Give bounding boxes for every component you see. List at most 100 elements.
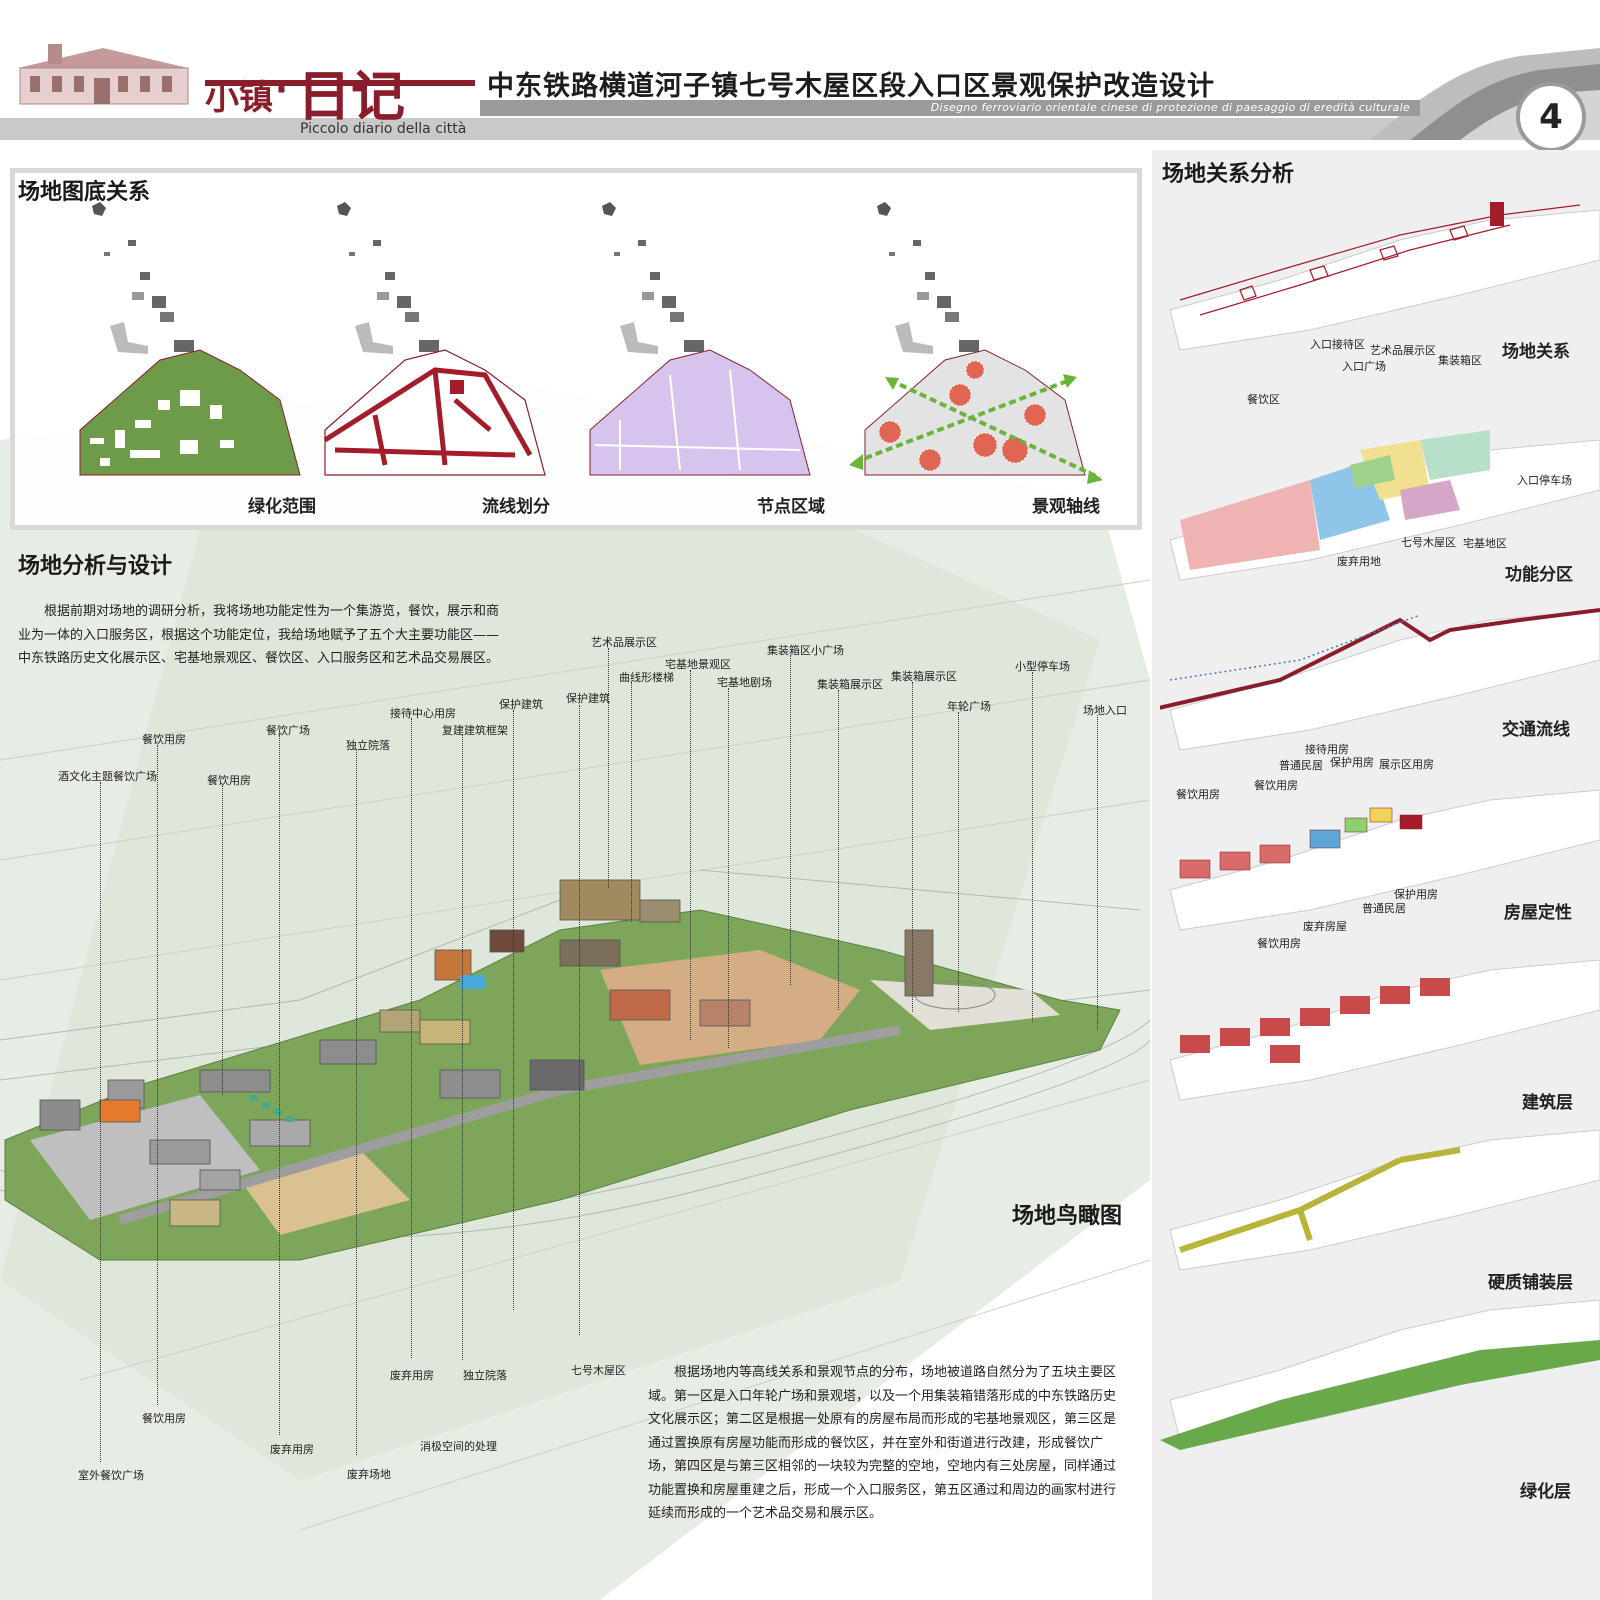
aerial-label: 集装箱展示区 bbox=[817, 678, 883, 691]
layer-label-greening: 绿化层 bbox=[1520, 1482, 1571, 1502]
house-label: 保护用房 bbox=[1394, 888, 1438, 901]
leader-line bbox=[157, 745, 158, 1405]
aerial-label: 七号木屋区 bbox=[571, 1364, 626, 1377]
brand-main: 日记 bbox=[297, 65, 405, 128]
leader-line bbox=[690, 670, 691, 1040]
aerial-label: 场地入口 bbox=[1083, 704, 1127, 717]
map-label-nodes: 节点区域 bbox=[757, 497, 825, 517]
house-label: 废弃房屋 bbox=[1303, 920, 1347, 933]
aerial-label: 餐饮用房 bbox=[207, 774, 251, 787]
aerial-label: 独立院落 bbox=[346, 739, 390, 752]
house-label: 餐饮用房 bbox=[1254, 779, 1298, 792]
house-label: 普通民居 bbox=[1279, 759, 1323, 772]
function-label: 废弃用地 bbox=[1337, 555, 1381, 568]
leader-line bbox=[513, 710, 514, 1310]
leader-line bbox=[100, 782, 101, 1462]
aerial-label: 保护建筑 bbox=[566, 692, 610, 705]
relations-diagrams bbox=[1160, 202, 1600, 1450]
leader-line bbox=[1032, 672, 1033, 1022]
leader-line bbox=[631, 682, 632, 922]
analysis-heading: 场地分析与设计 bbox=[18, 554, 173, 579]
page-title: 中东铁路横道河子镇七号木屋区段入口区景观保护改造设计 bbox=[487, 71, 1215, 102]
analysis-intro: 根据前期对场地的调研分析，我将场地功能定性为一个集游览，餐饮，展示和商业为一体的… bbox=[18, 604, 500, 666]
leader-line bbox=[1097, 715, 1098, 1030]
leader-line bbox=[728, 688, 729, 1048]
leader-line bbox=[356, 750, 357, 1455]
function-label: 入口广场 bbox=[1342, 360, 1386, 373]
leader-line bbox=[411, 718, 412, 1358]
aerial-label: 废弃用房 bbox=[390, 1369, 434, 1382]
figure-ground-heading: 场地图底关系 bbox=[18, 180, 151, 205]
aerial-label: 独立院落 bbox=[463, 1369, 507, 1382]
layer-label-function: 功能分区 bbox=[1505, 565, 1573, 585]
leader-line bbox=[222, 785, 223, 1095]
leader-line bbox=[958, 712, 959, 1012]
diagram-greening-layer bbox=[1160, 1299, 1600, 1450]
leader-line bbox=[608, 648, 609, 888]
house-label: 接待用房 bbox=[1305, 743, 1349, 756]
leader-line bbox=[790, 655, 791, 985]
aerial-label: 保护建筑 bbox=[499, 698, 543, 711]
house-label: 餐饮用房 bbox=[1257, 937, 1301, 950]
header-band bbox=[0, 118, 1440, 140]
map-circulation bbox=[323, 202, 546, 476]
brand-dot: · bbox=[275, 70, 288, 110]
relations-heading: 场地关系分析 bbox=[1162, 162, 1295, 187]
aerial-label: 消极空间的处理 bbox=[420, 1440, 497, 1453]
leader-line bbox=[279, 735, 280, 1435]
diagram-circulation bbox=[1160, 608, 1600, 751]
aerial-label: 宅基地景观区 bbox=[665, 658, 731, 671]
aerial-label: 年轮广场 bbox=[947, 700, 991, 713]
function-label: 入口停车场 bbox=[1517, 474, 1572, 487]
aerial-label: 餐饮用房 bbox=[142, 733, 186, 746]
function-label: 餐饮区 bbox=[1247, 393, 1280, 406]
analysis-closing: 根据场地内等高线关系和景观节点的分布，场地被道路自然分为了五块主要区域。第一区是… bbox=[648, 1365, 1117, 1521]
station-building-icon bbox=[18, 44, 189, 105]
page-header: Disegno ferroviario orientale cinese di … bbox=[0, 0, 1600, 152]
aerial-view-illustration bbox=[0, 869, 1150, 1261]
aerial-label: 酒文化主题餐饮广场 bbox=[58, 770, 157, 783]
house-label: 保护用房 bbox=[1330, 756, 1374, 769]
map-nodes bbox=[589, 202, 811, 476]
aerial-label: 集装箱区小广场 bbox=[767, 644, 844, 657]
diagram-building-layer bbox=[1169, 959, 1600, 1101]
page-number: 4 bbox=[1516, 82, 1586, 152]
layer-label-site-relation: 场地关系 bbox=[1502, 342, 1570, 362]
layer-label-circulation: 交通流线 bbox=[1502, 720, 1570, 740]
brand-dash bbox=[205, 80, 475, 86]
leader-line bbox=[838, 690, 839, 1010]
aerial-label: 接待中心用房 bbox=[390, 707, 456, 720]
function-label: 艺术品展示区 bbox=[1370, 344, 1436, 357]
aerial-label: 餐饮用房 bbox=[142, 1412, 186, 1425]
map-axis bbox=[849, 202, 1103, 484]
leader-line bbox=[462, 735, 463, 1360]
diagram-paving-layer bbox=[1169, 1129, 1600, 1271]
layer-label-paving: 硬质铺装层 bbox=[1488, 1273, 1573, 1293]
function-label: 宅基地区 bbox=[1463, 537, 1507, 550]
house-label: 展示区用房 bbox=[1379, 758, 1434, 771]
figure-ground-maps bbox=[79, 202, 1103, 484]
brand-italian: Piccolo diario della città bbox=[300, 121, 467, 137]
house-label: 普通民居 bbox=[1362, 902, 1406, 915]
header-subtitle-bar bbox=[480, 100, 1420, 116]
function-label: 集装箱区 bbox=[1438, 354, 1482, 367]
map-greening bbox=[79, 202, 301, 476]
layer-label-house-type: 房屋定性 bbox=[1504, 903, 1572, 923]
aerial-label: 集装箱展示区 bbox=[891, 670, 957, 683]
aerial-label: 废弃场地 bbox=[347, 1468, 391, 1481]
house-label: 餐饮用房 bbox=[1176, 788, 1220, 801]
aerial-label: 宅基地剧场 bbox=[717, 676, 772, 689]
leader-line bbox=[579, 705, 580, 1335]
aerial-label: 废弃用房 bbox=[270, 1443, 314, 1456]
layer-label-building: 建筑层 bbox=[1522, 1093, 1573, 1113]
map-label-circulation: 流线划分 bbox=[482, 497, 550, 517]
aerial-label: 小型停车场 bbox=[1015, 660, 1070, 673]
aerial-label: 餐饮广场 bbox=[266, 724, 310, 737]
map-label-axis: 景观轴线 bbox=[1032, 497, 1100, 517]
diagram-house-type bbox=[1169, 789, 1600, 931]
diagram-site-relation bbox=[1169, 202, 1600, 351]
function-label: 七号木屋区 bbox=[1401, 536, 1456, 549]
header-subtitle-italian: Disegno ferroviario orientale cinese di … bbox=[930, 101, 1410, 114]
function-label: 入口接待区 bbox=[1310, 338, 1365, 351]
aerial-label: 室外餐饮广场 bbox=[78, 1469, 144, 1482]
